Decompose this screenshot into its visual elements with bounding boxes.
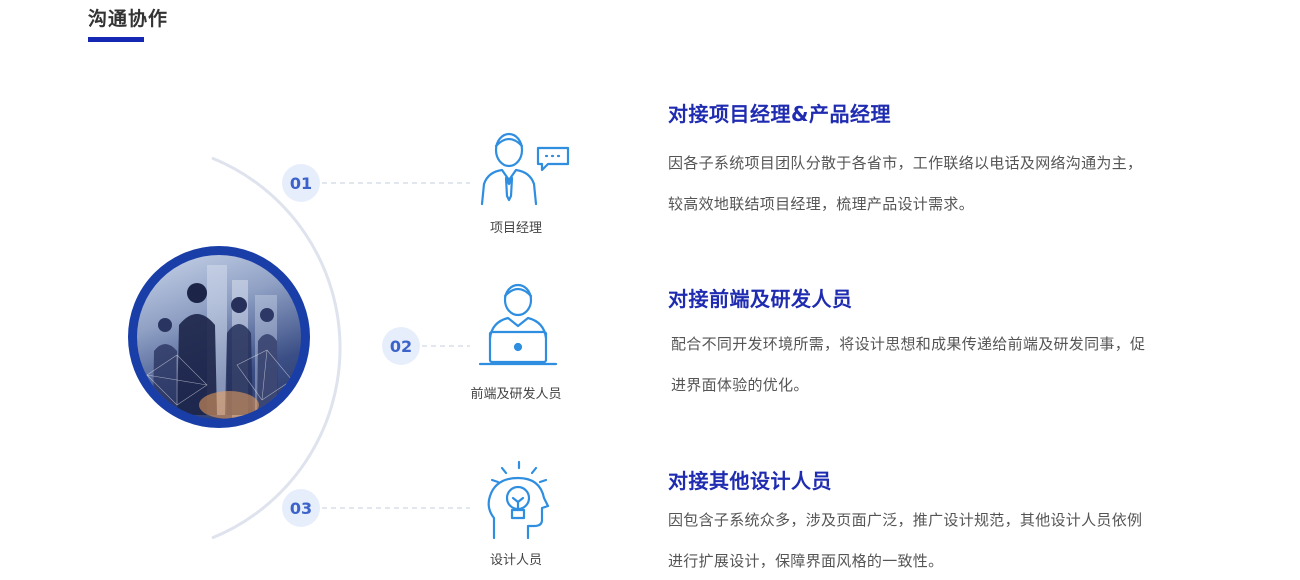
section-text-manager-line2: 较高效地联结项目经理，梳理产品设计需求。 (668, 195, 975, 213)
section-text-developer-line2: 进界面体验的优化。 (671, 376, 809, 394)
title-underline (88, 37, 144, 42)
step-number-01: 01 (282, 164, 320, 202)
section-title-developer: 对接前端及研发人员 (668, 287, 853, 311)
designer-lightbulb-icon (484, 460, 564, 540)
role-label-developer: 前端及研发人员 (470, 387, 562, 402)
step-number-02: 02 (382, 327, 420, 365)
page-title: 沟通协作 (88, 8, 169, 30)
step-number-03: 03 (282, 489, 320, 527)
section-title-designer: 对接其他设计人员 (668, 469, 832, 493)
role-label-manager: 项目经理 (489, 221, 542, 236)
section-text-manager-line1: 因各子系统项目团队分散于各省市，工作联络以电话及网络沟通为主， (668, 154, 1143, 172)
manager-chat-icon (476, 128, 570, 208)
section-text-developer-line1: 配合不同开发环境所需，将设计思想和成果传递给前端及研发同事，促 (671, 335, 1146, 353)
developer-laptop-icon (478, 282, 558, 366)
role-label-designer: 设计人员 (489, 553, 542, 568)
section-text-designer-line2: 进行扩展设计，保障界面风格的一致性。 (668, 552, 944, 570)
team-photo (128, 246, 310, 428)
section-text-designer-line1: 因包含子系统众多，涉及页面广泛，推广设计规范，其他设计人员依例 (668, 511, 1143, 529)
section-title-manager: 对接项目经理&产品经理 (668, 102, 891, 126)
